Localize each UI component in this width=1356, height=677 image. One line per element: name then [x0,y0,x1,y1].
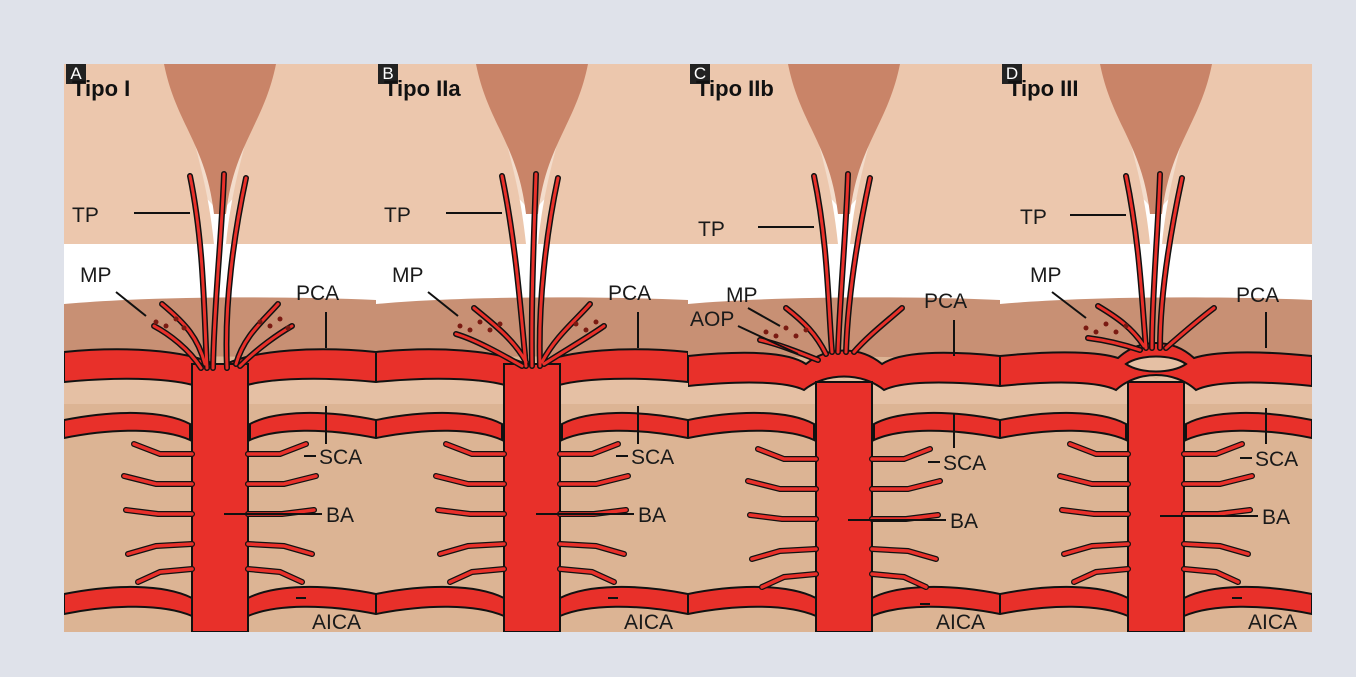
panel-a-illustration: TP MP PCA SCA BA AICA [64,64,376,632]
panel-b-illustration: TP MP PCA SCA BA AICA [376,64,688,632]
label-mp: MP [80,264,112,287]
label-pca: PCA [1236,284,1279,307]
label-aica: AICA [624,611,673,632]
panel-c-title: Tipo IIb [696,76,774,102]
panel-b-title: Tipo IIa [384,76,461,102]
panel-d: TP MP PCA SCA BA AICA D Tipo III [1000,64,1312,632]
label-sca: SCA [943,452,986,475]
label-sca: SCA [1255,448,1298,471]
label-aica: AICA [936,611,985,632]
panel-a: TP MP PCA SCA BA AICA A Tipo I [64,64,376,632]
label-ba: BA [950,510,978,533]
panel-a-title: Tipo I [72,76,130,102]
label-ba: BA [638,504,666,527]
label-pca: PCA [924,290,967,313]
label-ba: BA [326,504,354,527]
label-tp: TP [698,218,725,241]
basilar-perforator-figure: TP MP PCA SCA BA AICA A Tipo I [64,64,1312,632]
label-sca: SCA [319,446,362,469]
label-aop: AOP [690,308,734,331]
label-aica: AICA [312,611,361,632]
panel-d-illustration: TP MP PCA SCA BA AICA [1000,64,1312,632]
label-aica: AICA [1248,611,1297,632]
panel-c: TP MP AOP PCA SCA BA AICA C Tipo IIb [688,64,1000,632]
label-pca: PCA [296,282,339,305]
label-sca: SCA [631,446,674,469]
label-ba: BA [1262,506,1290,529]
panel-b: TP MP PCA SCA BA AICA B Tipo IIa [376,64,688,632]
label-mp: MP [726,284,758,307]
label-pca: PCA [608,282,651,305]
label-tp: TP [1020,206,1047,229]
label-mp: MP [1030,264,1062,287]
panel-d-title: Tipo III [1008,76,1078,102]
label-tp: TP [384,204,411,227]
panel-c-illustration: TP MP AOP PCA SCA BA AICA [688,64,1000,632]
label-tp: TP [72,204,99,227]
label-mp: MP [392,264,424,287]
